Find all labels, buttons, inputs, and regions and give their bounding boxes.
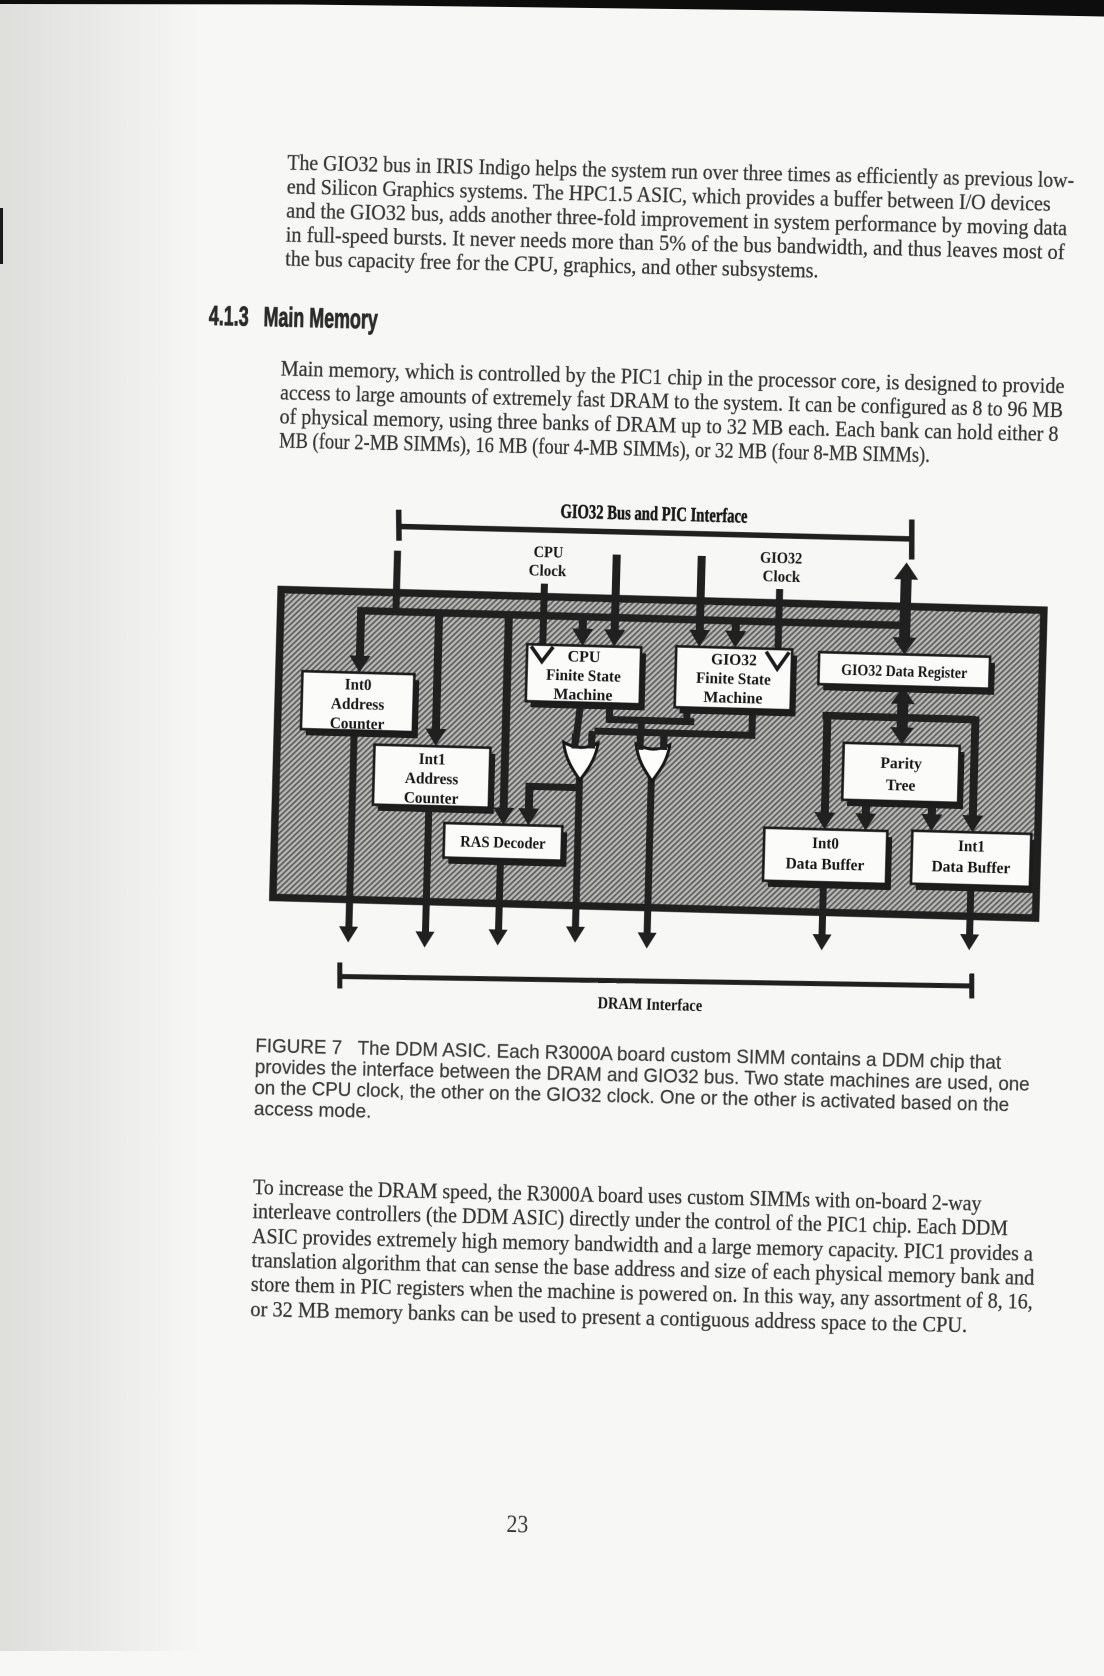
svg-text:Int0: Int0 <box>812 835 839 853</box>
svg-text:Address: Address <box>331 695 385 713</box>
svg-text:GIO32: GIO32 <box>760 549 803 567</box>
svg-text:Finite State: Finite State <box>696 669 771 688</box>
svg-text:CPU: CPU <box>567 648 601 666</box>
svg-text:GIO32 Bus and PIC Interface: GIO32 Bus and PIC Interface <box>560 500 748 527</box>
svg-text:Clock: Clock <box>529 562 567 580</box>
svg-text:GIO32 Data Register: GIO32 Data Register <box>841 661 967 681</box>
svg-text:Counter: Counter <box>330 714 385 732</box>
svg-text:Machine: Machine <box>553 685 612 704</box>
svg-text:CPU: CPU <box>534 544 564 562</box>
svg-text:Int1: Int1 <box>958 837 985 855</box>
svg-text:Data Buffer: Data Buffer <box>785 855 864 874</box>
svg-text:Parity: Parity <box>880 754 922 772</box>
svg-text:Finite State: Finite State <box>546 666 621 685</box>
svg-text:Counter: Counter <box>404 789 459 807</box>
svg-text:DRAM Interface: DRAM Interface <box>598 993 703 1015</box>
svg-text:RAS Decoder: RAS Decoder <box>460 833 546 852</box>
svg-text:Clock: Clock <box>763 568 801 586</box>
svg-text:Tree: Tree <box>886 776 916 794</box>
svg-text:Int1: Int1 <box>419 750 446 768</box>
svg-text:Address: Address <box>405 769 459 787</box>
svg-text:GIO32: GIO32 <box>711 651 757 669</box>
svg-text:Int0: Int0 <box>345 676 372 694</box>
svg-text:Data Buffer: Data Buffer <box>931 858 1010 877</box>
svg-text:Machine: Machine <box>703 689 762 708</box>
